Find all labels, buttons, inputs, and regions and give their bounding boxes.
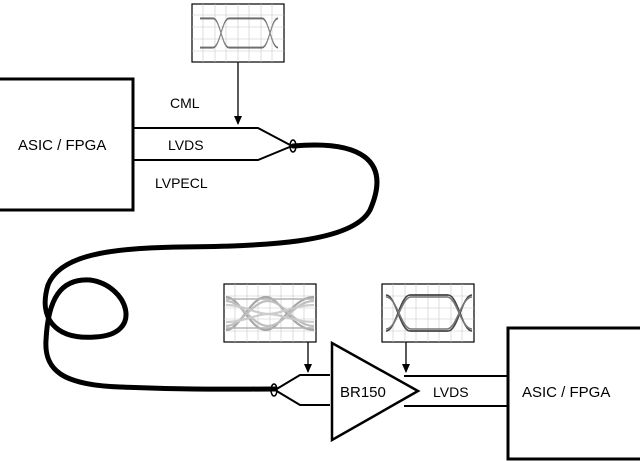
br150-label: BR150 xyxy=(340,384,386,401)
rx-line-bottom xyxy=(274,389,330,406)
rx-line-top xyxy=(274,374,330,391)
lvds-tx-label: LVDS xyxy=(168,137,204,153)
right-asic-block xyxy=(506,326,640,461)
lvds-output-label: LVDS xyxy=(433,384,469,400)
right-asic-label: ASIC / FPGA xyxy=(522,384,610,401)
cable-loop xyxy=(42,142,380,392)
left-asic-block xyxy=(0,77,135,212)
cml-label: CML xyxy=(170,95,200,111)
transmit-eye-diagram xyxy=(191,3,285,63)
br150-amplifier xyxy=(330,340,421,443)
restored-eye-diagram xyxy=(381,283,475,343)
rx-connector-ring xyxy=(270,383,278,397)
left-asic-label: ASIC / FPGA xyxy=(18,137,106,154)
lvpecl-label: LVPECL xyxy=(155,175,208,191)
degraded-eye-diagram xyxy=(223,283,317,343)
tx-line-top xyxy=(133,127,293,147)
tx-line-bottom xyxy=(133,145,293,161)
